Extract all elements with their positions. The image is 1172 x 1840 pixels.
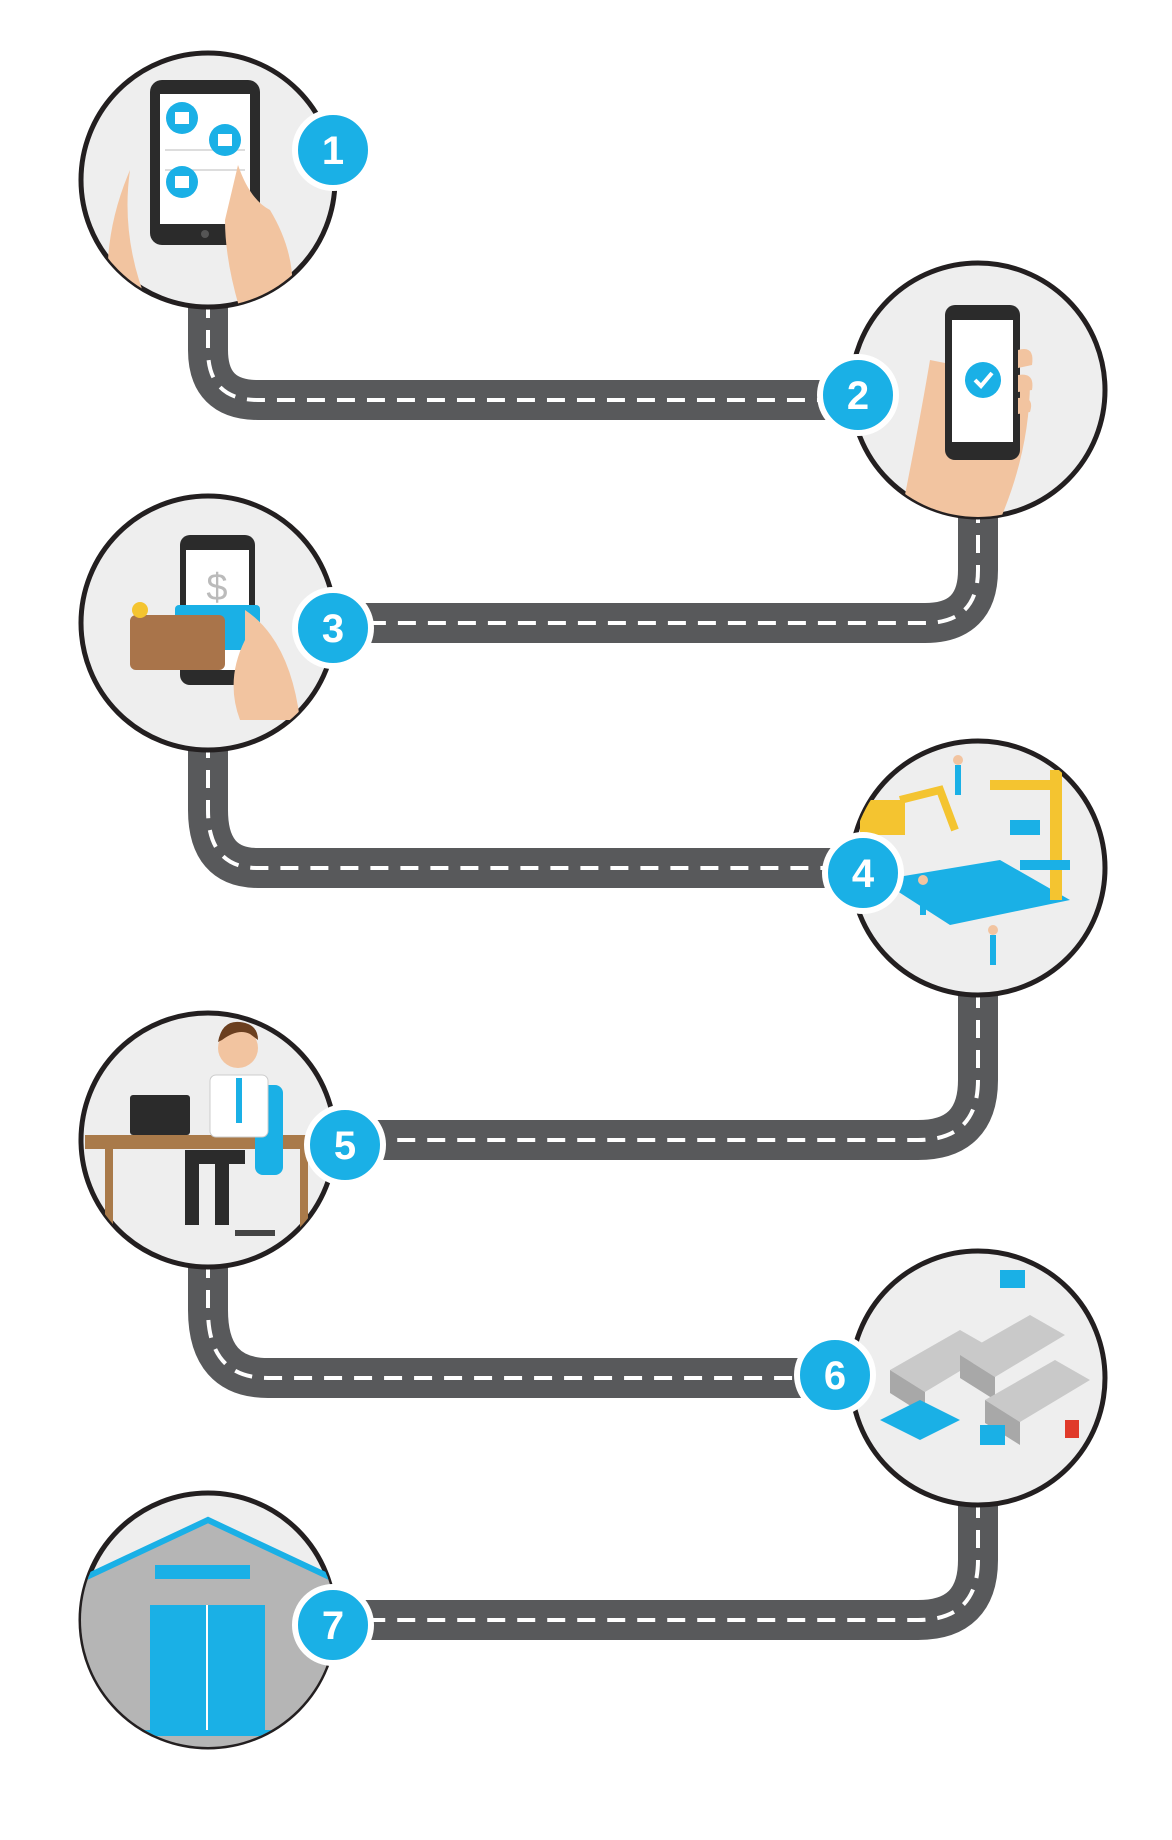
step-number: 1: [322, 129, 344, 173]
step-5: 5: [78, 1010, 386, 1270]
construction-site-icon: [860, 755, 1070, 965]
svg-text:$: $: [206, 567, 227, 609]
road: [188, 300, 998, 1640]
step-number: 5: [334, 1124, 356, 1168]
finished-garage-building-icon: [81, 1516, 335, 1747]
delivery-trucks-icon: [880, 1270, 1090, 1445]
phone-confirmation-check-icon: [900, 305, 1033, 517]
step-number: 6: [824, 1354, 846, 1398]
customer-service-agent-icon: [85, 1021, 325, 1239]
step-1: 1: [78, 50, 374, 310]
step-number: 3: [322, 607, 344, 651]
step-number: 2: [847, 374, 869, 418]
phone-payment-wallet-icon: $: [130, 535, 300, 720]
step-7: 7: [78, 1490, 374, 1750]
step-number: 7: [322, 1604, 344, 1648]
step-6: 6: [794, 1248, 1108, 1508]
step-number: 4: [852, 852, 875, 896]
road-center-line: [206, 300, 980, 1622]
step-4: 4: [822, 738, 1108, 998]
step-3: $ 3: [78, 493, 374, 753]
step-2: 2: [817, 260, 1108, 520]
tablet-garage-selection-icon: [107, 80, 293, 307]
